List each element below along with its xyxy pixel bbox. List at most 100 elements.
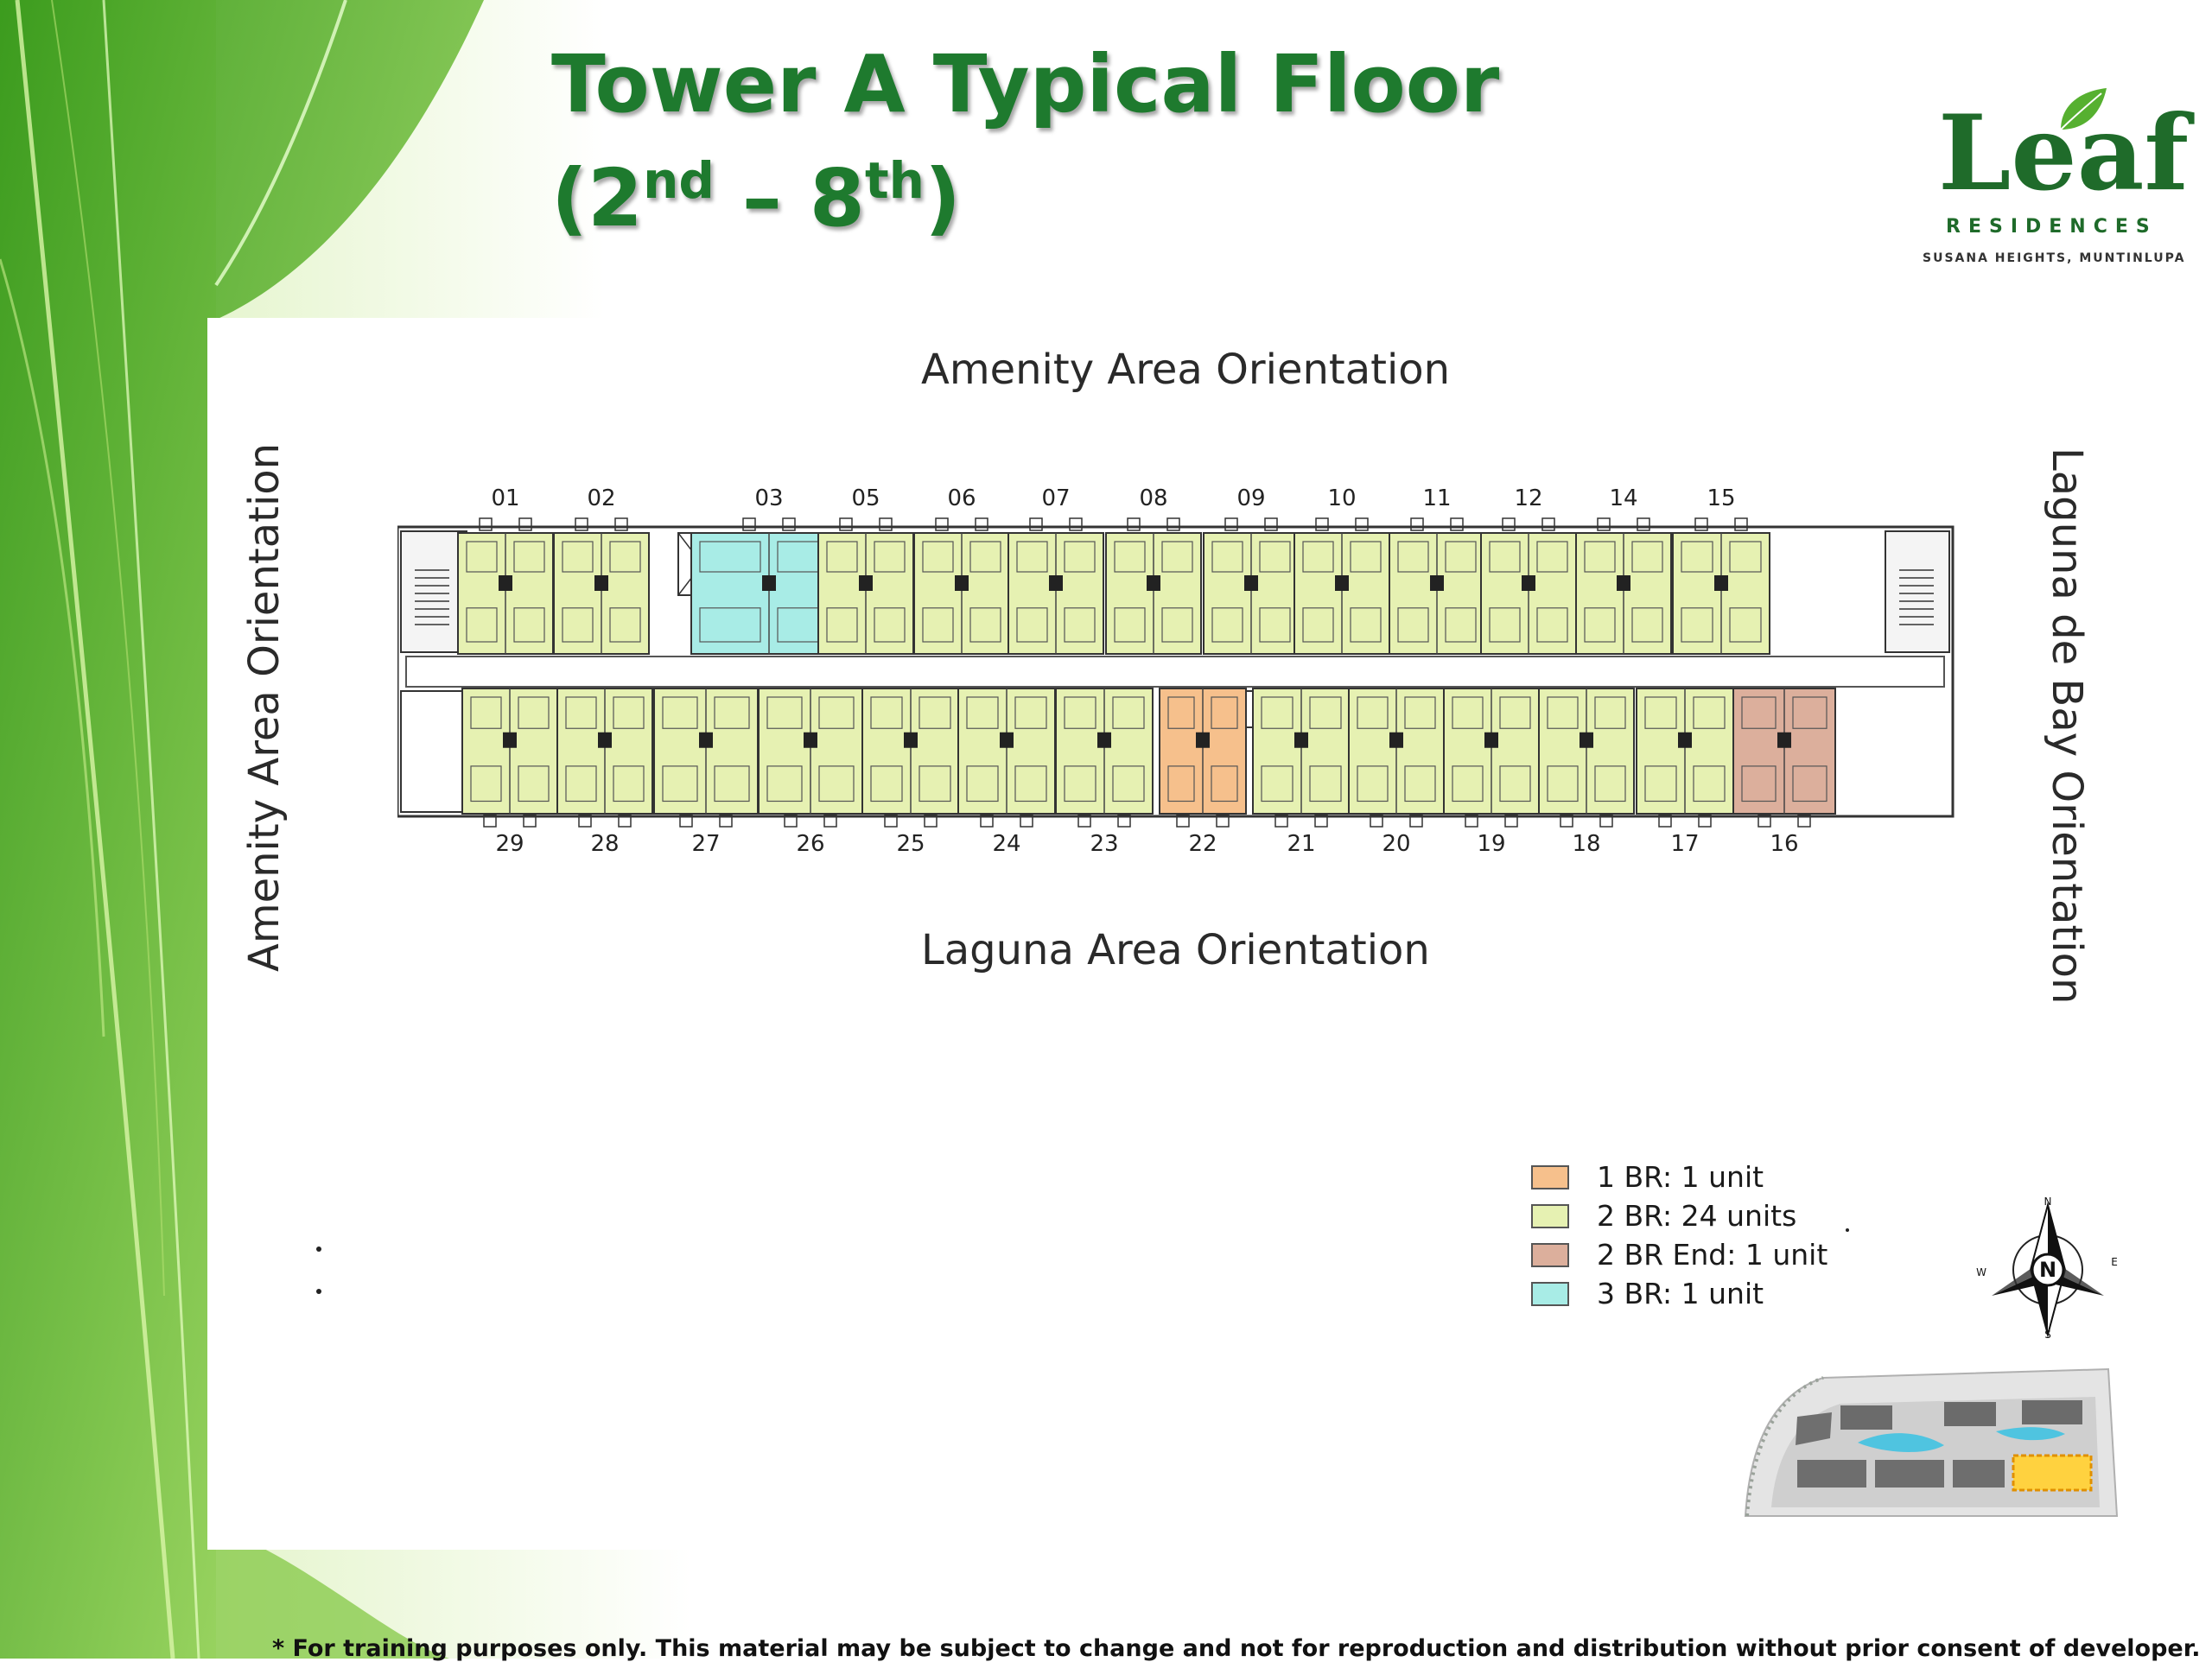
unit-room: [1016, 541, 1048, 573]
unit-room: [1350, 607, 1382, 643]
unit-room: [613, 696, 645, 729]
unit-room: [1016, 607, 1048, 643]
balcony-mark: [1597, 517, 1611, 531]
title-open: (2: [551, 152, 644, 244]
legend-swatch: [1531, 1242, 1569, 1267]
unit-room: [1547, 696, 1579, 729]
unit-room: [826, 607, 858, 643]
legend-label: 2 BR End: 1 unit: [1597, 1238, 1828, 1272]
balcony-mark: [1176, 814, 1190, 828]
balcony-mark: [1410, 517, 1424, 531]
unit-number: 25: [896, 831, 925, 857]
unit-room: [1594, 696, 1626, 729]
balcony-mark: [1077, 814, 1091, 828]
balcony-mark: [1658, 814, 1672, 828]
orientation-top: Amenity Area Orientation: [921, 346, 1451, 394]
unit-number: 02: [587, 485, 615, 511]
unit-room: [662, 696, 698, 729]
unit-number: 16: [1770, 831, 1798, 857]
unit-room: [1167, 696, 1195, 729]
balcony-mark: [839, 517, 853, 531]
bullet-dot: [316, 1246, 321, 1252]
unit-core: [804, 732, 817, 748]
unit-number: 07: [1041, 485, 1070, 511]
unit-room: [1404, 765, 1436, 802]
unit-room: [1064, 607, 1096, 643]
unit-room: [1112, 696, 1145, 729]
unit-core: [594, 575, 608, 591]
unit-room: [1631, 607, 1663, 643]
unit-room: [1452, 765, 1484, 802]
balcony-mark: [823, 814, 837, 828]
unit-room: [1693, 696, 1726, 729]
unit-core: [859, 575, 873, 591]
service-room: [400, 690, 467, 813]
orientation-right: Laguna de Bay Orientation: [2043, 447, 2091, 1005]
bullet-dot: [316, 1289, 321, 1294]
unit-room: [513, 607, 545, 643]
unit-room: [1064, 696, 1096, 729]
unit-core: [499, 575, 512, 591]
legend-item: 1 BR: 1 unit: [1531, 1158, 1827, 1196]
unit-room: [1261, 765, 1294, 802]
unit-room: [1489, 541, 1521, 573]
unit-number: 10: [1327, 485, 1356, 511]
unit-room: [1681, 541, 1713, 573]
unit-number: 08: [1139, 485, 1167, 511]
unit-room: [662, 765, 698, 802]
unit-core: [1678, 732, 1692, 748]
unit-room: [1445, 607, 1477, 643]
unit-number: 24: [992, 831, 1020, 857]
unit-core: [1580, 732, 1593, 748]
unit-room: [1792, 696, 1827, 729]
balcony-mark: [1409, 814, 1423, 828]
balcony-mark: [1315, 517, 1329, 531]
balcony-mark: [1797, 814, 1811, 828]
balcony-mark: [1541, 517, 1555, 531]
balcony-mark: [1758, 814, 1771, 828]
logo-location: SUSANA HEIGHTS, MUNTINLUPA: [1923, 251, 2186, 265]
balcony-mark: [679, 814, 693, 828]
unit-room: [1114, 541, 1146, 573]
balcony-mark: [784, 814, 798, 828]
unit-core: [904, 732, 918, 748]
logo-subtitle: RESIDENCES: [1946, 216, 2158, 238]
unit-room: [1644, 696, 1677, 729]
unit-core: [1522, 575, 1535, 591]
unit-room: [826, 541, 858, 573]
unit-core: [1049, 575, 1063, 591]
unit-room: [818, 696, 855, 729]
legend-swatch: [1531, 1203, 1569, 1228]
unit-room: [1693, 765, 1726, 802]
compass-s: S: [2044, 1329, 2051, 1339]
unit-room: [466, 607, 498, 643]
legend-item: 3 BR: 1 unit: [1531, 1274, 1827, 1313]
compass-n: N: [2044, 1196, 2052, 1208]
unit-room: [818, 765, 855, 802]
balcony-mark: [1166, 517, 1180, 531]
unit-core: [1196, 732, 1210, 748]
balcony-mark: [1560, 814, 1573, 828]
unit-room: [766, 696, 803, 729]
unit-number: 26: [796, 831, 824, 857]
unit-room: [1161, 607, 1193, 643]
unit-room: [966, 696, 999, 729]
balcony-mark: [1020, 814, 1033, 828]
unit-room: [1309, 696, 1342, 729]
unit-core: [955, 575, 969, 591]
unit-number: 28: [590, 831, 619, 857]
unit-room: [1211, 765, 1238, 802]
unit-room: [1302, 541, 1334, 573]
unit-room: [1397, 541, 1429, 573]
unit-number: 17: [1670, 831, 1699, 857]
stair-core-left: [400, 530, 467, 653]
balcony-mark: [742, 517, 756, 531]
unit-number: 06: [947, 485, 976, 511]
balcony-mark: [1504, 814, 1518, 828]
unit-core: [1484, 732, 1498, 748]
unit-room: [1536, 607, 1568, 643]
unit-room: [922, 541, 954, 573]
unit-room: [1167, 765, 1195, 802]
unit-room: [518, 765, 550, 802]
